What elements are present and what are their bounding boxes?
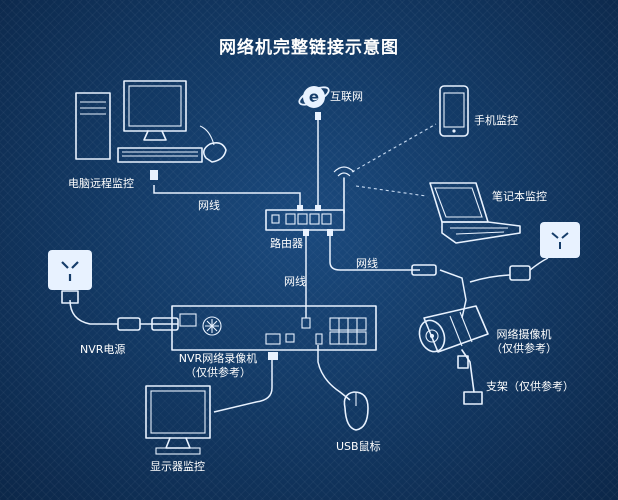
label-net-cable-3: 网线 xyxy=(284,275,306,288)
camera-icon xyxy=(418,305,489,353)
cables xyxy=(69,112,549,413)
label-nvr: NVR网络录像机 （仅供参考） xyxy=(168,352,268,380)
label-nvr-line1: NVR网络录像机 xyxy=(178,352,258,365)
cable-router-camera xyxy=(329,230,420,271)
power-socket-icon xyxy=(48,250,179,331)
router-icon xyxy=(265,166,355,236)
label-pc: 电脑远程监控 xyxy=(68,177,134,190)
label-net-cable-2: 网线 xyxy=(356,257,378,270)
power-socket-icon xyxy=(411,222,580,281)
bracket-icon xyxy=(457,349,483,405)
mouse-icon xyxy=(343,391,369,431)
laptop-icon xyxy=(429,182,521,244)
svg-text:e: e xyxy=(309,88,319,106)
cable-camera-power xyxy=(469,257,549,283)
label-nvr-line2: （仅供参考） xyxy=(185,366,251,379)
label-camera-line1: 网络摄像机 xyxy=(496,328,552,341)
label-phone: 手机监控 xyxy=(474,114,518,127)
label-usb-mouse: USB鼠标 xyxy=(336,440,381,453)
monitor-icon xyxy=(145,385,211,455)
cable-nvr-power xyxy=(69,299,178,325)
label-bracket: 支架（仅供参考） xyxy=(486,380,574,393)
wireless-phone-link xyxy=(351,123,437,173)
label-nvr-power: NVR电源 xyxy=(80,343,126,356)
page-title: 网络机完整链接示意图 xyxy=(219,38,399,58)
cable-pc-router xyxy=(153,185,301,207)
label-router: 路由器 xyxy=(270,237,303,250)
cable-nvr-monitor xyxy=(213,358,273,413)
cable-nvr-mouse xyxy=(317,345,351,401)
phone-icon xyxy=(439,85,469,137)
label-camera: 网络摄像机 （仅供参考） xyxy=(484,328,564,356)
label-camera-line2: （仅供参考） xyxy=(491,342,557,355)
internet-cable-plug xyxy=(315,112,321,120)
internet-explorer-icon: e xyxy=(298,86,330,108)
label-net-cable-1: 网线 xyxy=(198,199,220,212)
wireless-laptop-link xyxy=(355,185,427,197)
nvr-icon xyxy=(171,305,377,360)
label-internet: 互联网 xyxy=(330,90,363,103)
desktop-pc-icon xyxy=(75,80,227,180)
label-laptop: 笔记本监控 xyxy=(492,190,547,203)
label-monitor: 显示器监控 xyxy=(150,460,205,473)
